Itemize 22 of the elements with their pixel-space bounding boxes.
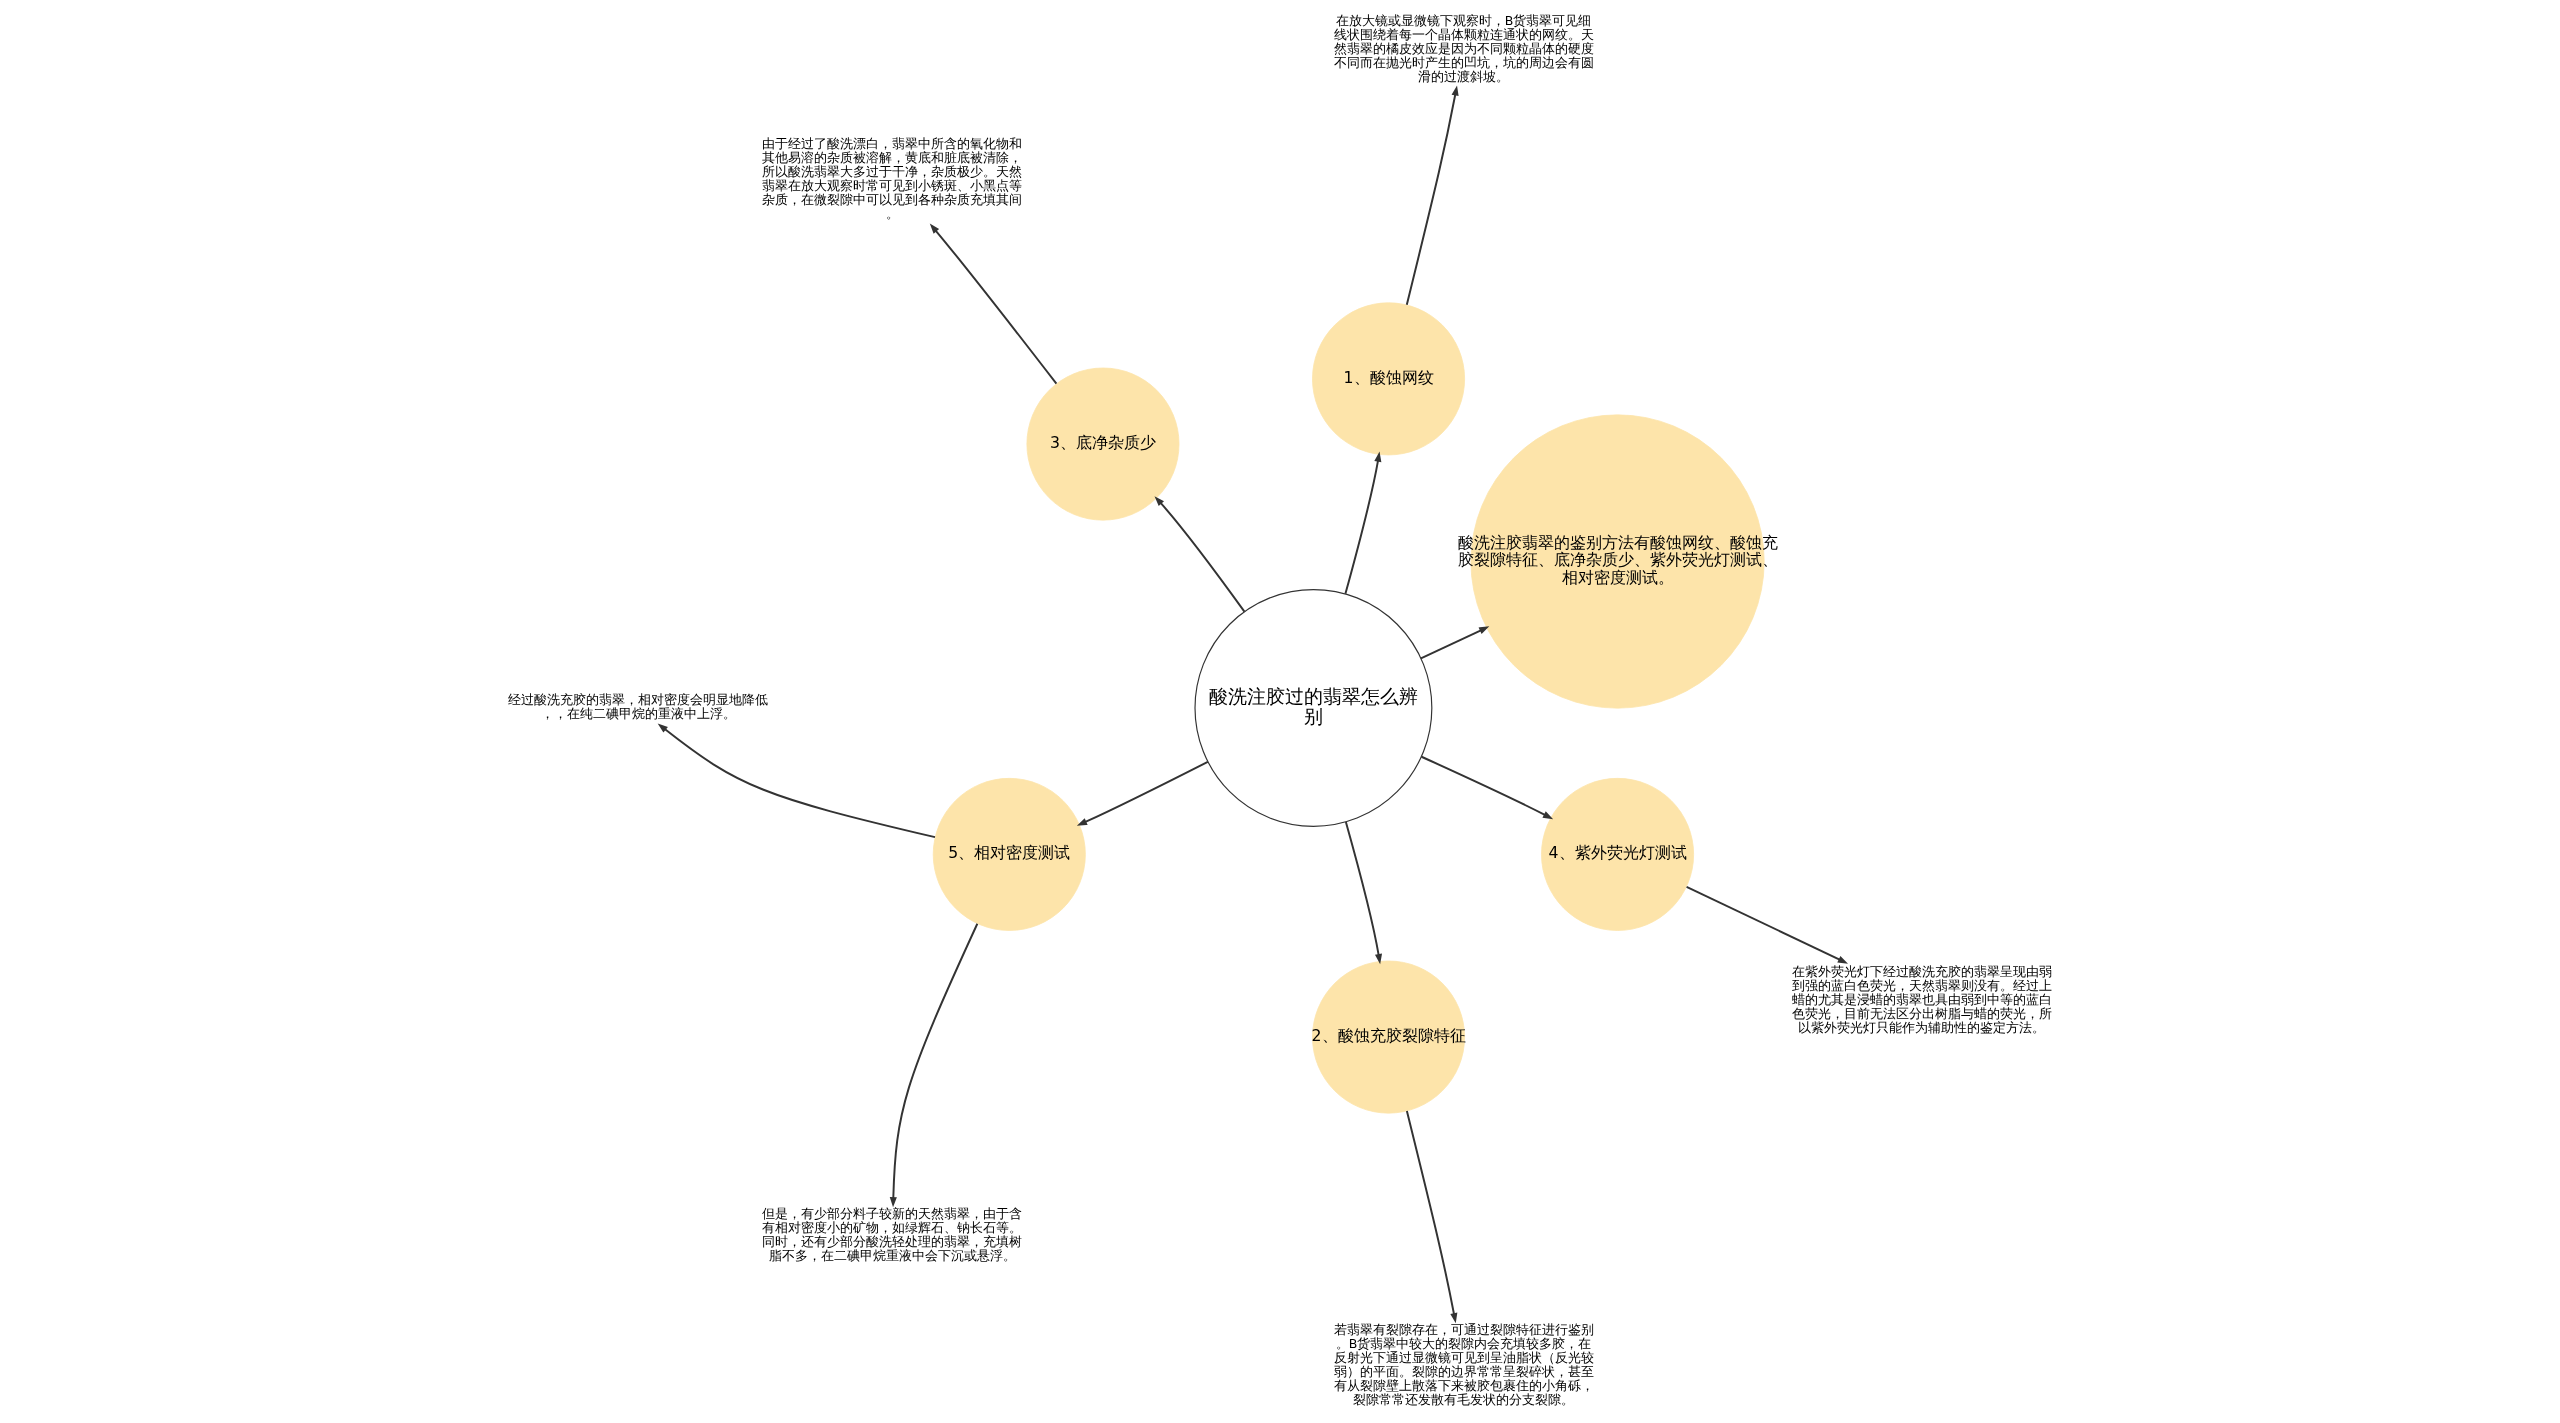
node-text: 若翡翠有裂隙存在，可通过裂隙特征进行鉴别。B货翡翠中较大的裂隙内会充填较多胶，在反射光下通过显微镜可见到呈油脂状（反光较弱）的平面。裂隙的边界常常呈裂碎状，甚至有从裂隙壁上散落下来被胶包裹住的小角砾，裂隙常常还发散有毛发状的分支裂隙。: [1333, 1321, 1594, 1408]
arrow: [1685, 885, 1848, 964]
arrow: [1154, 496, 1246, 613]
arrow: [1344, 451, 1382, 595]
arrow: [1405, 85, 1459, 306]
node-text: 由于经过了酸洗漂白，翡翠中所含的氧化物和其他易溶的杂质被溶解，黄底和脏底被清除，所以酸洗翡翠大多过于干净，杂质极少。天然翡翠在放大观察时常可见到小锈斑、小黑点等杂质，在微裂隙中可以见到各种杂质充填其间。: [762, 135, 1023, 222]
node-text: 经过酸洗充胶的翡翠，相对密度会明显地降低，，在纯二碘甲烷的重液中上浮。: [508, 691, 769, 722]
arrow: [1076, 760, 1209, 826]
node-circle: 1、酸蚀网纹: [1312, 302, 1465, 456]
node-text: 在放大镜或显微镜下观察时，B货翡翠可见细线状围绕着每一个晶体颗粒连通状的网纹。天然翡翠的橘皮效应是因为不同颗粒晶体的硬度不同而在抛光时产生的凹坑，坑的周边会有圆滑的过渡斜坡。: [1333, 12, 1594, 84]
arrow: [1405, 1110, 1458, 1324]
node-text: 但是，有少部分料子较新的天然翡翠，由于含有相对密度小的矿物，如绿辉石、钠长石等。同时，还有少部分酸洗轻处理的翡翠，充填树脂不多，在二碘甲烷重液中会下沉或悬浮。: [762, 1205, 1023, 1263]
arrow: [929, 223, 1058, 385]
arrow: [1344, 820, 1383, 965]
node-circle: 2、酸蚀充胶裂隙特征: [1312, 960, 1465, 1114]
node-circle: 酸洗注胶过的翡翠怎么辨别: [1194, 588, 1433, 827]
arrow: [1420, 755, 1554, 820]
arrow: [1419, 626, 1490, 660]
arrow: [657, 723, 936, 839]
node-text: 在紫外荧光灯下经过酸洗充胶的翡翠呈现由弱到强的蓝白色荧光，天然翡翠则没有。经过上蜡的尤其是浸蜡的翡翠也具由弱到中等的蓝白色荧光，目前无法区分出树脂与蜡的荧光，所以紫外荧光灯只能作为辅助性的鉴定方法。: [1791, 963, 2052, 1036]
node-circle: 3、底净杂质少: [1026, 367, 1180, 521]
arrow: [889, 922, 979, 1208]
